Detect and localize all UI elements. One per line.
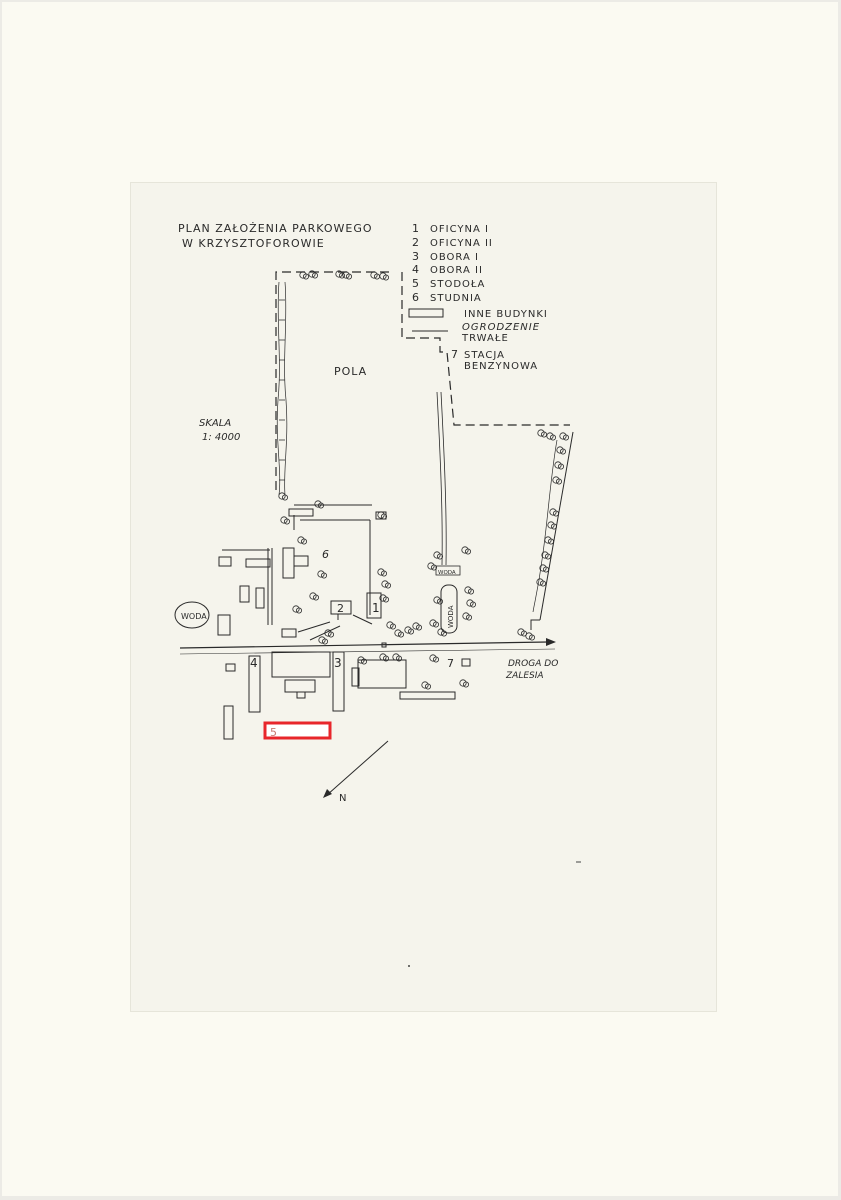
north-label: N bbox=[339, 793, 346, 804]
legend-text-2: OFICYNA II bbox=[430, 238, 493, 249]
legend-num-5: 5 bbox=[412, 277, 419, 290]
building-4-label: 4 bbox=[250, 656, 258, 670]
legend-text-6: STUDNIA bbox=[430, 293, 482, 304]
legend-num-1: 1 bbox=[412, 222, 419, 235]
map-title-line1: PLAN ZAŁOŻENIA PARKOWEGO bbox=[178, 222, 373, 235]
legend-text-4: OBORA II bbox=[430, 265, 483, 276]
well-label: 6 bbox=[322, 548, 329, 561]
legend-fence-line1: OGRODZENIE bbox=[462, 322, 540, 333]
east-tree-belt bbox=[530, 431, 574, 630]
legend-text-5: STODOŁA bbox=[430, 279, 485, 290]
building-3-label: 3 bbox=[334, 656, 342, 670]
building-1-label: 1 bbox=[372, 601, 380, 615]
building-2-label: 2 bbox=[337, 602, 344, 615]
legend-station-line2: BENZYNOWA bbox=[464, 361, 538, 372]
legend-fence-line2: TRWAŁE bbox=[461, 333, 509, 344]
fields-label: POLA bbox=[334, 365, 367, 378]
scale-label: SKALA bbox=[199, 418, 231, 429]
legend: 1 OFICYNA I 2 OFICYNA II 3 OBORA I 4 OBO… bbox=[408, 222, 548, 372]
building-5-label: 5 bbox=[270, 726, 277, 739]
legend-text-1: OFICYNA I bbox=[430, 224, 489, 235]
legend-num-3: 3 bbox=[412, 250, 419, 263]
scale-value: 1: 4000 bbox=[202, 432, 240, 443]
long-pond-label: WODA bbox=[447, 605, 455, 628]
west-tree-row bbox=[276, 281, 288, 496]
main-road-edge bbox=[179, 648, 556, 655]
west-pond-label: WODA bbox=[181, 612, 207, 621]
west-pond bbox=[174, 601, 210, 629]
road-label-line1: DROGA DO bbox=[508, 659, 558, 669]
legend-text-3: OBORA I bbox=[430, 252, 479, 263]
legend-num-6: 6 bbox=[412, 291, 419, 304]
park-features bbox=[217, 504, 471, 740]
park-boundary bbox=[275, 271, 570, 490]
map-title-line2: W KRZYSZTOFOROWIE bbox=[182, 237, 325, 250]
legend-num-2: 2 bbox=[412, 236, 419, 249]
north-arrow-icon bbox=[323, 789, 332, 798]
barn-building-highlight bbox=[263, 721, 332, 740]
road-label-line2: ZALESIA bbox=[505, 671, 544, 681]
small-pond bbox=[435, 565, 461, 576]
legend-other-buildings: INNE BUDYNKI bbox=[464, 309, 548, 320]
field-lane bbox=[436, 391, 447, 566]
north-arrow-shaft bbox=[326, 740, 389, 796]
road-direction-arrow bbox=[546, 638, 556, 646]
legend-station-line1: STACJA bbox=[464, 350, 505, 361]
legend-building-symbol bbox=[408, 308, 444, 318]
small-pond-label: WODA bbox=[438, 570, 456, 576]
stray-dot bbox=[408, 965, 410, 967]
station-label: 7 bbox=[447, 657, 454, 670]
legend-num-4: 4 bbox=[412, 263, 419, 276]
long-pond bbox=[440, 584, 458, 634]
main-road bbox=[179, 641, 549, 649]
legend-station-num: 7 bbox=[451, 348, 458, 361]
map-plate bbox=[130, 182, 717, 1012]
